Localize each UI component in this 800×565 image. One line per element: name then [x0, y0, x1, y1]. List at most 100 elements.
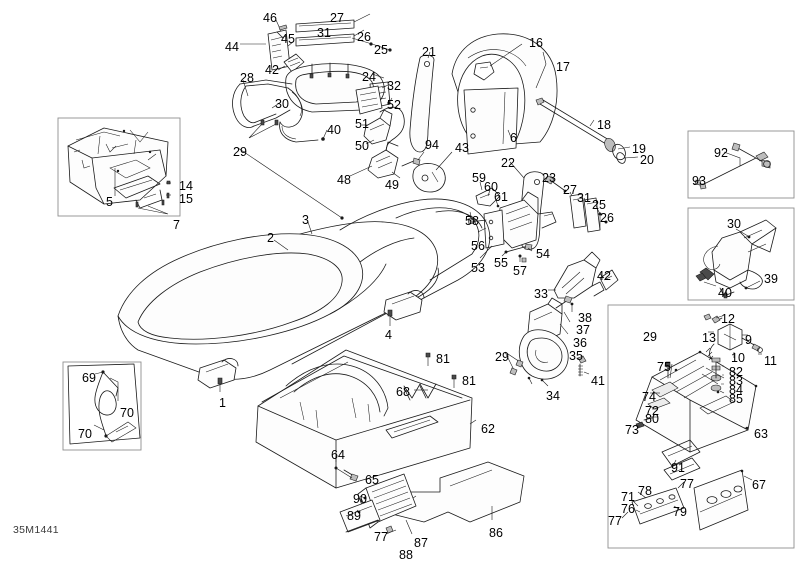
callout-83: 83: [729, 374, 743, 388]
callout-35: 35: [569, 349, 583, 363]
callout-49: 49: [385, 178, 399, 192]
callout-4: 4: [385, 328, 392, 342]
callout-21: 21: [422, 45, 436, 59]
callout-32: 32: [387, 79, 401, 93]
callout-65: 65: [365, 473, 379, 487]
callout-10: 10: [731, 351, 745, 365]
callout-17: 17: [556, 60, 570, 74]
callout-40b: 40: [718, 286, 732, 300]
callout-58: 58: [465, 214, 479, 228]
callout-29b: 29: [495, 350, 509, 364]
callout-27b: 27: [563, 183, 577, 197]
callout-46: 46: [263, 11, 277, 25]
callout-77: 77: [608, 514, 622, 528]
callout-28: 28: [240, 71, 254, 85]
callout-91: 91: [671, 461, 685, 475]
callout-93: 93: [692, 174, 706, 188]
callout-6: 6: [510, 131, 517, 145]
callout-64: 64: [331, 448, 345, 462]
callout-33: 33: [534, 287, 548, 301]
callout-73: 73: [625, 423, 639, 437]
callout-39: 39: [764, 272, 778, 286]
callout-13: 13: [702, 331, 716, 345]
callout-69: 69: [82, 371, 96, 385]
callout-51: 51: [355, 117, 369, 131]
callout-57: 57: [513, 264, 527, 278]
callout-9: 9: [745, 333, 752, 347]
callout-70: 70: [120, 406, 134, 420]
callout-30: 30: [275, 97, 289, 111]
callout-48: 48: [337, 173, 351, 187]
callout-75: 75: [657, 360, 671, 374]
callout-94: 94: [425, 138, 439, 152]
callout-20: 20: [640, 153, 654, 167]
callout-36: 36: [573, 336, 587, 350]
callout-3: 3: [302, 213, 309, 227]
callout-42b: 42: [597, 269, 611, 283]
callout-26: 26: [357, 30, 371, 44]
callout-30b: 30: [727, 217, 741, 231]
callout-70b: 70: [78, 427, 92, 441]
callout-77b: 77: [680, 477, 694, 491]
callout-71: 71: [621, 490, 635, 504]
callout-77c: 77: [374, 530, 388, 544]
callout-11: 11: [764, 354, 777, 368]
callout-60: 60: [484, 180, 498, 194]
callout-54: 54: [536, 247, 550, 261]
callout-52: 52: [387, 98, 401, 112]
callout-41: 41: [591, 374, 605, 388]
callout-16: 16: [529, 36, 543, 50]
callout-15: 15: [179, 192, 193, 206]
callout-12: 12: [721, 312, 735, 326]
callout-92: 92: [714, 146, 728, 160]
callout-67: 67: [752, 478, 766, 492]
callout-81b: 81: [462, 374, 476, 388]
callout-88: 88: [399, 548, 413, 562]
callout-53: 53: [471, 261, 485, 275]
callout-1: 1: [219, 396, 226, 410]
callout-31b: 31: [577, 191, 591, 205]
callout-45: 45: [281, 32, 295, 46]
callout-78: 78: [638, 484, 652, 498]
callout-62: 62: [481, 422, 495, 436]
callout-81: 81: [436, 352, 450, 366]
callout-82: 82: [729, 365, 743, 379]
callout-79: 79: [673, 505, 687, 519]
callout-56: 56: [471, 239, 485, 253]
callout-27: 27: [330, 11, 344, 25]
callout-26b: 26: [600, 211, 614, 225]
callout-37: 37: [576, 323, 590, 337]
callout-38: 38: [578, 311, 592, 325]
callout-43: 43: [455, 141, 469, 155]
callout-50: 50: [355, 139, 369, 153]
callout-44: 44: [225, 40, 239, 54]
callout-85: 85: [729, 392, 743, 406]
callout-61: 61: [494, 190, 508, 204]
callout-29c: 29: [643, 330, 657, 344]
callout-14: 14: [179, 179, 193, 193]
callout-25: 25: [374, 43, 388, 57]
callout-23: 23: [542, 171, 556, 185]
callout-89: 89: [347, 509, 361, 523]
callout-22: 22: [501, 156, 515, 170]
drawing-number: 35M1441: [13, 524, 59, 536]
callout-72: 72: [645, 404, 659, 418]
callout-42: 42: [265, 63, 279, 77]
callout-63: 63: [754, 427, 768, 441]
callout-29: 29: [233, 145, 247, 159]
callout-90: 90: [353, 492, 367, 506]
callout-34: 34: [546, 389, 560, 403]
callout-76: 76: [621, 502, 635, 516]
callout-24: 24: [362, 70, 376, 84]
callout-80: 80: [645, 412, 659, 426]
callout-18: 18: [597, 118, 611, 132]
callout-87: 87: [414, 536, 428, 550]
callout-68: 68: [396, 385, 410, 399]
callout-25b: 25: [592, 198, 606, 212]
callout-7: 7: [173, 218, 180, 232]
callout-55: 55: [494, 256, 508, 270]
callout-86: 86: [489, 526, 503, 540]
callout-2: 2: [267, 231, 274, 245]
